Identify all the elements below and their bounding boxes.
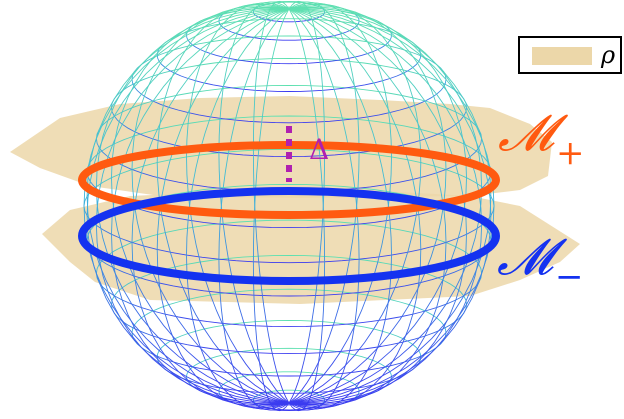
sphere-longitude-line — [156, 8, 290, 409]
sphere-longitude-line — [288, 8, 467, 406]
label-m-minus: 𝓜− — [497, 232, 584, 294]
sphere-longitude-line — [288, 8, 422, 409]
ring-m-minus — [78, 187, 500, 285]
sphere-longitude-line — [288, 6, 467, 404]
sphere-longitude-line — [111, 8, 290, 406]
sphere-longitude-line — [95, 7, 290, 404]
label-m-plus: 𝓜+ — [498, 108, 585, 170]
sphere-longitude-line — [111, 6, 290, 404]
sphere-longitude-line — [288, 2, 392, 404]
sphere-longitude-line — [83, 8, 290, 404]
sphere-longitude-line — [86, 8, 290, 404]
sphere-longitude-line — [288, 3, 422, 404]
sphere-longitude-line — [288, 8, 483, 405]
density-sheets — [10, 96, 580, 304]
label-m-minus-subscript: − — [555, 257, 584, 297]
sphere-longitude-line — [288, 8, 492, 404]
label-delta: Δ — [309, 133, 330, 166]
sphere-longitude-line — [288, 8, 492, 404]
label-m-plus-symbol: 𝓜 — [498, 104, 554, 162]
label-m-minus-symbol: 𝓜 — [497, 228, 553, 286]
sphere-longitude-line — [186, 8, 290, 410]
sphere-longitude-line — [288, 5, 447, 404]
legend-swatch — [532, 47, 592, 65]
sphere-longitude-line — [156, 3, 290, 404]
sphere-longitude-line — [288, 8, 495, 404]
legend: ρ — [518, 36, 622, 74]
sphere-longitude-line — [131, 8, 290, 407]
sphere-longitude-line — [288, 1, 360, 404]
sphere-longitude-line — [86, 8, 290, 404]
label-m-plus-subscript: + — [556, 133, 585, 173]
sphere-longitude-line — [288, 0, 326, 404]
sphere-longitude-line — [252, 8, 290, 412]
legend-label: ρ — [601, 41, 616, 69]
sphere-longitude-line — [218, 8, 290, 411]
